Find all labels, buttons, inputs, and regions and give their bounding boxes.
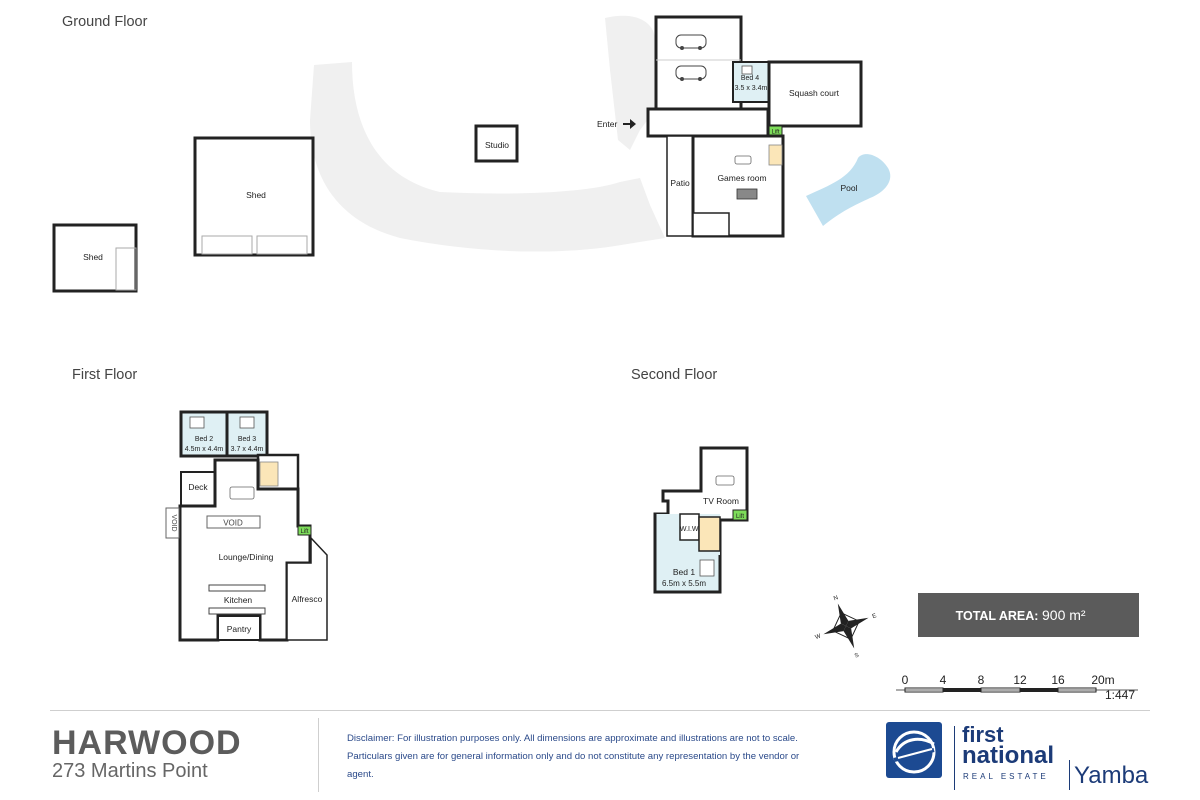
shed-large: Shed [193, 136, 315, 257]
compass-e: E [872, 613, 878, 620]
footer-separator [318, 718, 319, 792]
lift-label-second: Lift [736, 514, 744, 520]
scale-bar: 0 4 8 12 16 20m 1:447 [896, 673, 1138, 702]
bed1-size: 6.5m x 5.5m [662, 579, 706, 588]
deck-label: Deck [188, 482, 208, 492]
ground-floor-title: Ground Floor [62, 14, 148, 30]
lift-label-ground: Lift [771, 130, 779, 136]
footer: HARWOOD 273 Martins Point Disclaimer: Fo… [0, 710, 1200, 800]
compass-w: W [814, 633, 822, 641]
logo-text-real-estate: REAL ESTATE [963, 772, 1049, 781]
alfresco-label: Alfresco [292, 594, 323, 604]
logo-text-first: first [962, 722, 1004, 747]
bed3-size: 3.7 x 4.4m [231, 446, 264, 453]
scale-tick: 0 [902, 673, 909, 687]
compass-n: N [833, 595, 839, 602]
scale-ratio: 1:447 [1105, 688, 1135, 702]
second-floor-title: Second Floor [631, 367, 717, 383]
bed1-label: Bed 1 [673, 567, 695, 577]
scale-tick: 12 [1013, 673, 1027, 687]
house-ground: Bed 4 3.5 x 3.4m Squash court Enter Lift… [597, 15, 891, 238]
lift-label-first: Lift [300, 529, 308, 535]
sofa-icon [734, 155, 752, 165]
patio-label: Patio [670, 178, 690, 188]
footer-divider [50, 710, 1150, 711]
shed-small: Shed [52, 223, 138, 293]
bed-icon [239, 416, 255, 429]
void-side-label: VOID [170, 514, 177, 531]
games-room-label: Games room [717, 173, 766, 183]
logo-office-separator [1069, 760, 1070, 790]
pool-table-icon [736, 188, 758, 200]
bed4-label: Bed 4 [741, 75, 759, 82]
scale-tick: 16 [1051, 673, 1065, 687]
sofa-icon [715, 475, 735, 486]
pool [806, 154, 891, 226]
compass-icon: N S E W [814, 595, 878, 660]
sofa-icon [229, 486, 255, 500]
floor-plan: Ground Floor Shed Shed Studio [52, 14, 1139, 702]
enter-label: Enter [597, 119, 617, 129]
logo-divider [954, 726, 955, 790]
bed-icon [189, 416, 205, 429]
total-area-box: TOTAL AREA: 900 m² [918, 593, 1139, 637]
logo-mark-icon [886, 722, 942, 778]
bed3-label: Bed 3 [238, 436, 256, 443]
total-area-label: TOTAL AREA: [956, 609, 1039, 623]
house-second: TV Room W.I.W. Lift Bed 1 6.5m x 5.5m [653, 446, 749, 594]
pool-label: Pool [840, 183, 857, 193]
bed4-size: 3.5 x 3.4m [735, 85, 768, 92]
kitchen-label: Kitchen [224, 595, 253, 605]
shed-large-label: Shed [246, 190, 266, 200]
logo-office-name: Yamba [1074, 762, 1149, 789]
scale-tick: 4 [940, 673, 947, 687]
studio: Studio [474, 124, 519, 163]
total-area-value: 900 m² [1042, 607, 1086, 623]
car-icon [675, 65, 707, 81]
bed2-label: Bed 2 [195, 436, 213, 443]
wiw-label: W.I.W. [680, 526, 700, 533]
car-icon [675, 34, 707, 50]
studio-label: Studio [485, 140, 509, 150]
scale-tick: 8 [978, 673, 985, 687]
void-label: VOID [223, 519, 243, 528]
agency-logo: first national REAL ESTATE Yamba [886, 722, 1156, 792]
first-floor-title: First Floor [72, 367, 137, 383]
house-first: Bed 2 4.5m x 4.4m Bed 3 3.7 x 4.4m Deck … [165, 410, 328, 642]
driveway-north [605, 15, 655, 151]
squash-court-label: Squash court [789, 88, 840, 98]
property-address: 273 Martins Point [52, 760, 208, 782]
bed-icon [699, 559, 715, 577]
tv-room-label: TV Room [703, 496, 739, 506]
logo-text-national: national [962, 742, 1055, 769]
compass-s: S [854, 653, 860, 660]
pantry-label: Pantry [227, 624, 252, 634]
enter-arrow-icon [623, 119, 636, 129]
property-title: HARWOOD [52, 724, 242, 762]
bed2-size: 4.5m x 4.4m [185, 446, 224, 453]
kitchen-bench [208, 584, 266, 592]
driveway [310, 62, 665, 252]
disclaimer: Disclaimer: For illustration purposes on… [347, 733, 800, 780]
shed-small-label: Shed [83, 252, 103, 262]
scale-tick: 20m [1091, 673, 1114, 687]
lounge-dining-label: Lounge/Dining [219, 552, 274, 562]
